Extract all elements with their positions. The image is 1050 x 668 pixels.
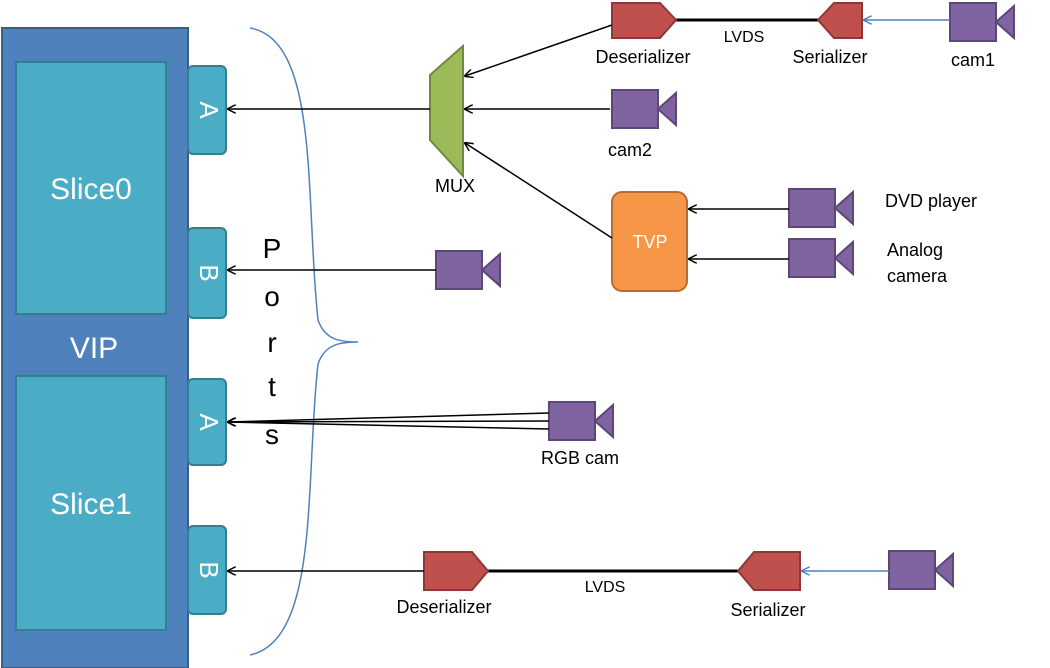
- camera-to-serializer-arrows: [802, 20, 950, 571]
- slice0-port-b: B: [187, 227, 227, 319]
- ports-letter-r: r: [267, 327, 276, 358]
- bottom-serializer: [736, 551, 801, 591]
- slice0-port-a: A: [187, 65, 227, 155]
- top-serializer: [816, 1, 863, 39]
- analog-camera-icon: [788, 238, 854, 278]
- bottom-lvds-label: LVDS: [585, 579, 626, 596]
- cam2-icon: [611, 89, 677, 129]
- mux: MUX: [429, 43, 475, 196]
- ports-letter-o: o: [264, 281, 280, 312]
- cam1-icon: [949, 2, 1015, 42]
- tvp-label: TVP: [632, 232, 667, 252]
- slice1-port-a: A: [187, 378, 227, 466]
- arrow-tvp-to-mux: [465, 143, 613, 239]
- tvp-block: TVP: [611, 191, 688, 292]
- ports-letter-s: s: [265, 419, 279, 450]
- bottom-serializer-label: Serializer: [730, 600, 805, 620]
- mux-label: MUX: [435, 176, 475, 196]
- arrow-rgb-to-slice1-a-1: [228, 412, 550, 422]
- ports-letter-p: P: [263, 233, 282, 264]
- bottom-camera-icon: [888, 550, 954, 590]
- slice0-port-a-label: A: [194, 101, 224, 119]
- slice0-label: Slice0: [50, 173, 132, 206]
- bottom-deserializer: [423, 551, 490, 591]
- slice1-label: Slice1: [50, 488, 132, 521]
- top-deserializer: [611, 1, 678, 39]
- top-serializer-label: Serializer: [792, 47, 867, 67]
- arrow-deserializer-to-mux: [465, 24, 613, 76]
- slice1-port-b: B: [187, 525, 227, 615]
- top-lvds-label: LVDS: [724, 29, 765, 46]
- top-deserializer-label: Deserializer: [595, 47, 690, 67]
- analog-camera-label-line2: camera: [887, 266, 948, 286]
- dvd-player-label: DVD player: [885, 191, 977, 211]
- top-lvds-link: LVDS Deserializer Serializer: [595, 1, 868, 67]
- slice0: Slice0: [15, 61, 167, 315]
- vip-label: VIP: [70, 332, 118, 365]
- ports-caption: P o r t s: [263, 233, 282, 450]
- slice1-port-a-label: A: [194, 413, 224, 431]
- rgb-cam-label: RGB cam: [541, 448, 619, 468]
- analog-camera-label-line1: Analog: [887, 240, 943, 260]
- rgb-camera-icon: [548, 401, 614, 441]
- bottom-lvds-link: LVDS Deserializer Serializer: [396, 551, 806, 620]
- slice0-b-camera-icon: [435, 250, 501, 290]
- dvd-camera-icon: [788, 188, 854, 228]
- bottom-deserializer-label: Deserializer: [396, 597, 491, 617]
- slice1: Slice1: [15, 375, 167, 631]
- slice0-port-b-label: B: [194, 264, 224, 281]
- ports-brace: [249, 27, 359, 656]
- arrow-rgb-to-slice1-a-3: [228, 422, 550, 430]
- connection-arrows: [228, 24, 789, 571]
- cam1-label: cam1: [951, 50, 995, 70]
- arrow-rgb-to-slice1-a-2: [228, 421, 550, 422]
- slice1-port-b-label: B: [194, 561, 224, 578]
- cam2-label: cam2: [608, 140, 652, 160]
- ports-letter-t: t: [268, 371, 276, 402]
